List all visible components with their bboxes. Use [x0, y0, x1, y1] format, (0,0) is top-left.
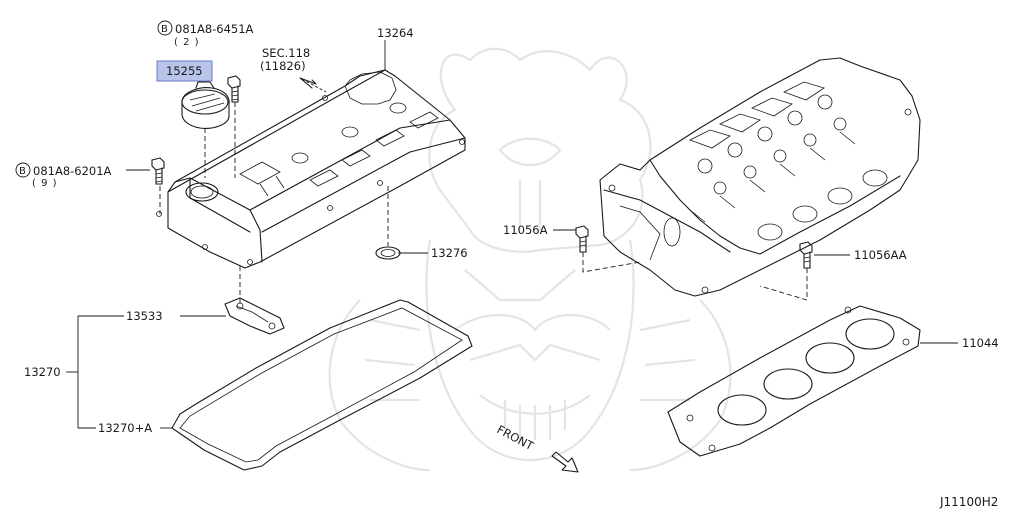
label-bolt-left-code[interactable]: 081A8-6201A	[33, 164, 112, 178]
bracket[interactable]	[224, 297, 285, 335]
front-arrow-icon	[551, 451, 579, 473]
label-seal-ring[interactable]: 13276	[431, 246, 468, 260]
label-bolt-top-qty: ( 2 )	[174, 37, 200, 48]
leader-lines	[66, 40, 958, 429]
bolt-symbol-left: B	[15, 162, 31, 178]
head-bolt-left[interactable]	[575, 225, 589, 253]
label-rocker-cover[interactable]: 13264	[377, 26, 414, 40]
label-bolt-left-qty: ( 9 )	[32, 178, 58, 189]
bolt-left[interactable]	[151, 157, 165, 185]
sec-arrow-icon	[299, 77, 327, 93]
label-gasket-assy-a[interactable]: 13270+A	[98, 421, 152, 435]
label-bracket[interactable]: 13533	[126, 309, 163, 323]
svg-text:B: B	[161, 24, 169, 35]
label-head-bolt-left[interactable]: 11056A	[503, 223, 548, 237]
label-oil-filler-cap[interactable]: 15255	[166, 64, 203, 78]
cylinder-head[interactable]	[599, 57, 921, 297]
bolt-symbol-top: B	[157, 20, 173, 36]
label-bolt-top-code[interactable]: 081A8-6451A	[175, 22, 254, 36]
head-bolt-right[interactable]	[799, 241, 813, 269]
label-head-gasket[interactable]: 11044	[962, 336, 999, 350]
highlight-box	[156, 60, 213, 82]
label-front: FRONT	[495, 422, 537, 453]
label-sec-ref[interactable]: SEC.118	[262, 46, 310, 60]
bolt-top[interactable]	[227, 75, 241, 103]
watermark-logo	[328, 47, 732, 472]
rocker-cover[interactable]	[156, 69, 466, 269]
label-sec-sub: (11826)	[260, 59, 306, 73]
reference-code: J11100H2	[939, 495, 998, 509]
highlight-oil-filler-cap[interactable]: 15255	[156, 60, 213, 82]
oil-filler-cap[interactable]	[181, 81, 230, 129]
label-gasket-assy[interactable]: 13270	[24, 365, 61, 379]
rocker-cover-gasket[interactable]	[171, 299, 473, 471]
head-gasket[interactable]	[667, 305, 921, 457]
label-head-bolt-right[interactable]: 11056AA	[854, 248, 907, 262]
svg-text:B: B	[19, 166, 27, 177]
seal-ring[interactable]	[375, 246, 401, 260]
